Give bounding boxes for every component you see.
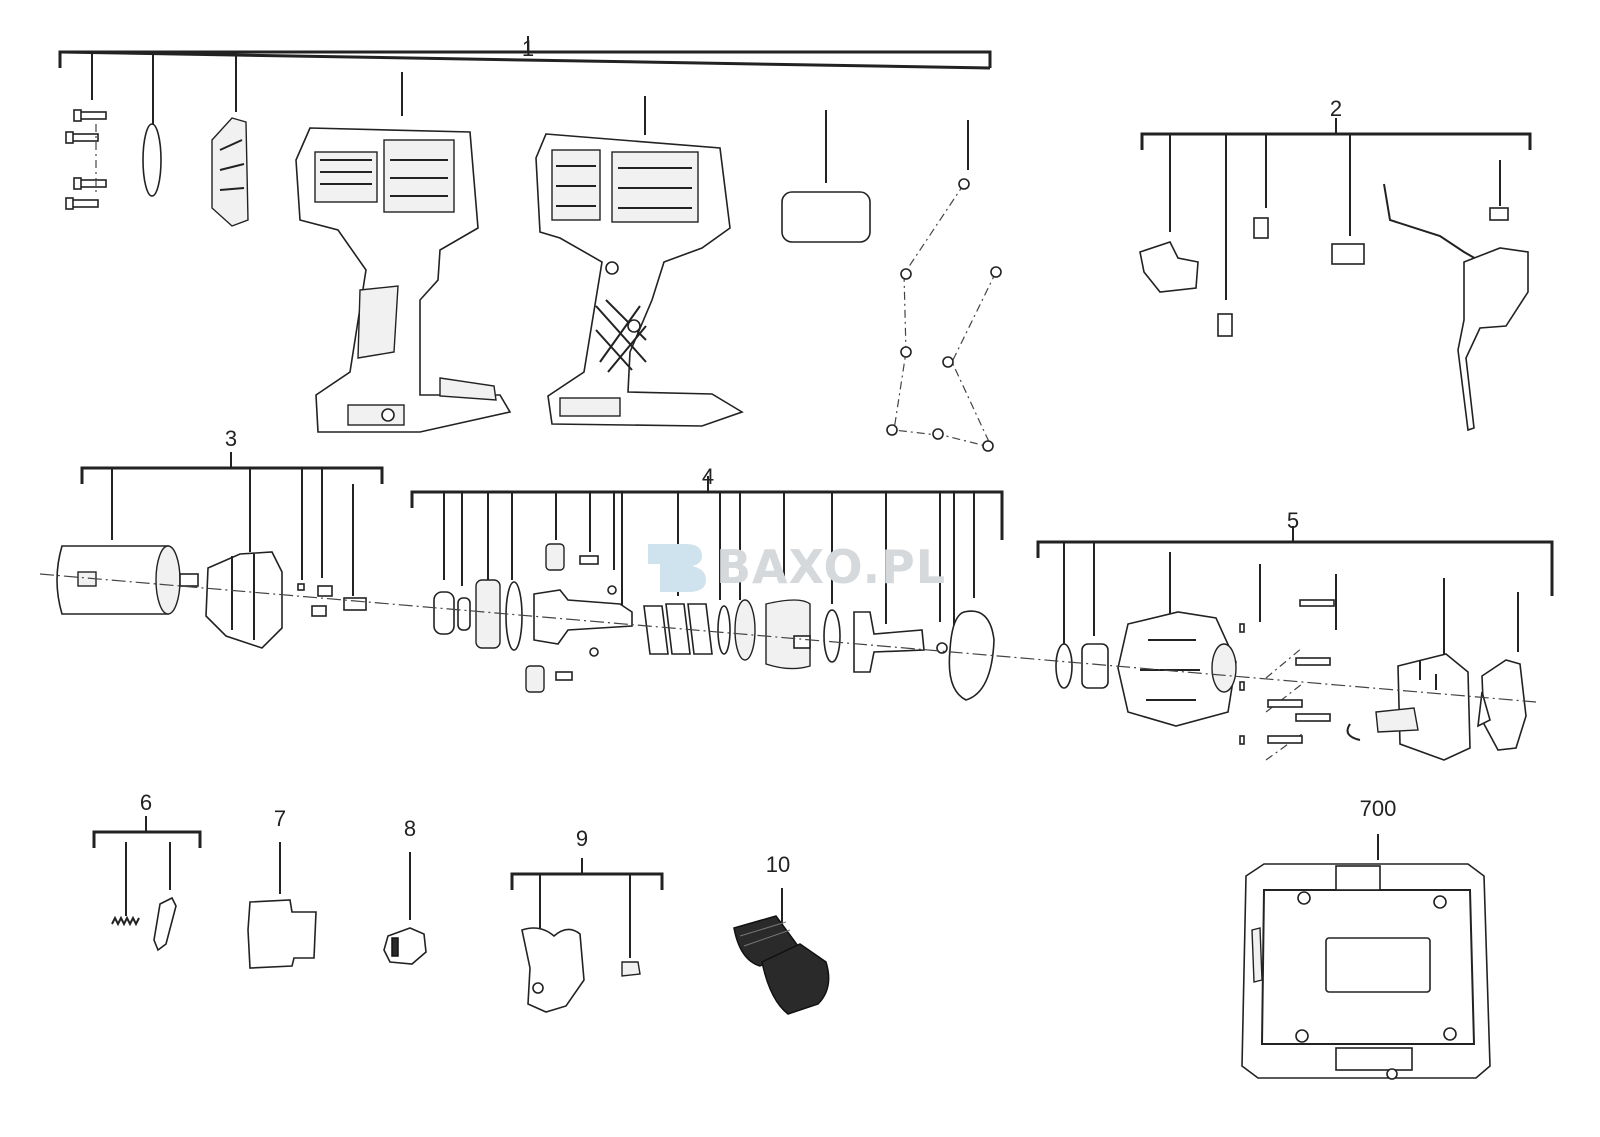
group-7-label [247, 842, 317, 969]
group-label-8: 8 [403, 816, 417, 841]
ball-bearing-ring [734, 599, 756, 661]
side-badge [211, 117, 249, 227]
anvil [853, 611, 925, 673]
group-10-adapter [733, 888, 830, 1015]
nameplate-disc [142, 123, 162, 197]
group-label-2: 2 [1329, 96, 1343, 121]
group-5-front [1036, 526, 1554, 761]
group-label-5: 5 [1286, 508, 1300, 533]
watermark-logo [640, 538, 710, 594]
collar [1397, 653, 1471, 761]
group-2-switch [1139, 118, 1532, 432]
screws-left [65, 109, 107, 210]
center-axis [39, 573, 1537, 703]
ring-gear [475, 579, 501, 649]
group-label-3: 3 [224, 426, 238, 451]
group-label-7: 7 [273, 806, 287, 831]
housing-half-left [295, 127, 512, 433]
motor-bracket [205, 551, 283, 649]
group-700-case [1241, 834, 1491, 1080]
front-cap [1481, 659, 1527, 751]
gasket [948, 610, 995, 701]
group-6-spring-latch [92, 816, 202, 952]
watermark-text: BAXO.PL [716, 540, 947, 594]
group-8-clip [383, 852, 427, 965]
group-9-belt-hook [510, 858, 664, 1013]
group-4-gearbox [410, 476, 1004, 701]
group-label-4: 4 [701, 464, 715, 489]
group-label-10: 10 [765, 852, 791, 877]
screws-right [886, 178, 1002, 452]
spindle [533, 589, 633, 645]
group-label-6: 6 [139, 790, 153, 815]
label-plate [781, 191, 871, 243]
group-label-1: 1 [521, 36, 535, 61]
group-3-motor [56, 452, 384, 649]
group-label-9: 9 [575, 826, 589, 851]
group-label-700: 700 [1359, 796, 1397, 821]
hammer [765, 599, 811, 670]
housing-half-right [535, 133, 744, 427]
group-1-housing [58, 36, 1002, 452]
